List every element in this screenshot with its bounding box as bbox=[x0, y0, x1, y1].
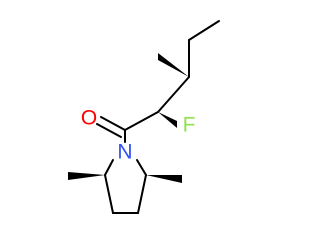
bond-carbonyl-double-b bbox=[96, 123, 122, 138]
bond-c3-c2 bbox=[157, 76, 190, 113]
bond-ethyl-terminal bbox=[188, 20, 220, 41]
bond-carbonyl-double-a bbox=[100, 116, 126, 131]
nitrogen-atom-label: N bbox=[117, 141, 132, 164]
molecule-structure-drawing: O F N bbox=[68, 20, 220, 214]
ring-bond-c4right-c5right bbox=[137, 174, 147, 214]
bond-c2-c1 bbox=[124, 111, 159, 131]
ring-bond-c5right-n bbox=[136, 159, 147, 176]
wedge-bond-left-methyl bbox=[68, 172, 105, 180]
wedge-bond-c2-fluorine bbox=[158, 112, 177, 128]
wedge-bond-right-methyl bbox=[146, 175, 182, 183]
ring-bond-c2left-c3left bbox=[104, 174, 114, 214]
fluorine-atom-label: F bbox=[183, 114, 196, 137]
oxygen-atom-label: O bbox=[81, 107, 97, 130]
wedge-bond-c3-methyl bbox=[158, 53, 189, 77]
ring-bond-n-c2left bbox=[104, 159, 114, 176]
